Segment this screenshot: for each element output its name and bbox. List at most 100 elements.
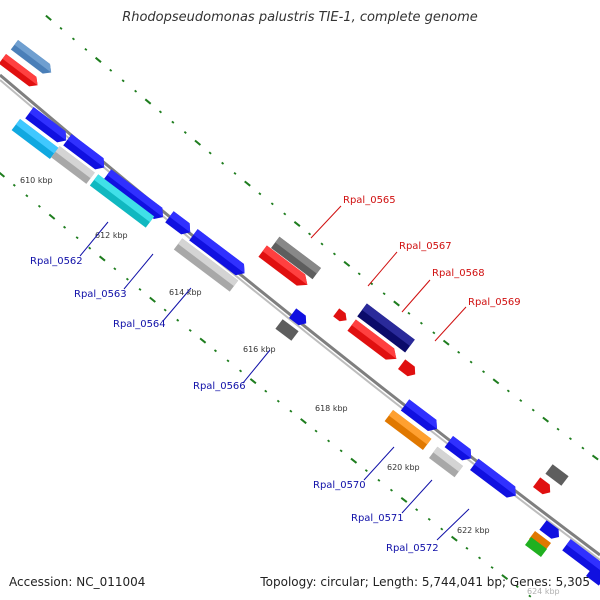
track-tick bbox=[239, 369, 243, 373]
gene-arrow-navy[interactable] bbox=[357, 303, 415, 353]
gene-label[interactable]: Rpal_0564 bbox=[113, 319, 166, 330]
track-tick bbox=[221, 161, 225, 165]
gene-label[interactable]: Rpal_0566 bbox=[193, 381, 246, 392]
gene-arrow-cyan[interactable] bbox=[11, 118, 59, 160]
track-tick bbox=[12, 183, 16, 187]
track-tick bbox=[427, 517, 431, 521]
gene-arrow-turquoise[interactable] bbox=[89, 174, 155, 228]
track-tick bbox=[59, 26, 63, 30]
track-tick bbox=[308, 232, 312, 236]
track-tick bbox=[327, 439, 331, 443]
gene-arrow-orange[interactable] bbox=[529, 530, 551, 552]
track-tick bbox=[149, 296, 156, 303]
gene-arrow-blue[interactable] bbox=[562, 539, 600, 577]
gene-arrow-blue[interactable] bbox=[400, 399, 441, 434]
gene-arrow-steelblue[interactable] bbox=[10, 39, 55, 77]
track-tick bbox=[293, 221, 301, 227]
track-tick bbox=[63, 225, 67, 229]
gene-arrow-blue[interactable] bbox=[539, 520, 562, 542]
track-tick bbox=[233, 172, 237, 175]
tick-label: 618 kbp bbox=[315, 404, 348, 413]
gene-arrow-blue[interactable] bbox=[470, 458, 520, 501]
gene-arrow-red[interactable] bbox=[0, 53, 41, 90]
gene-arrow-red-small[interactable] bbox=[333, 308, 349, 324]
track-tick bbox=[389, 488, 393, 492]
tick-label: 614 kbp bbox=[169, 288, 202, 297]
track-tick bbox=[289, 409, 293, 413]
track-tick bbox=[478, 556, 482, 560]
gene-label[interactable]: Rpal_0572 bbox=[386, 543, 439, 554]
gene-arrow-red[interactable] bbox=[258, 245, 311, 291]
gene-label[interactable]: Rpal_0569 bbox=[468, 297, 521, 308]
track-tick bbox=[490, 566, 494, 569]
track-tick bbox=[226, 359, 230, 363]
track-tick bbox=[264, 389, 268, 393]
gene-label[interactable]: Rpal_0568 bbox=[432, 268, 485, 279]
gene-arrow-blue[interactable] bbox=[102, 169, 167, 222]
track-tick bbox=[109, 68, 113, 72]
gene-label[interactable]: Rpal_0565 bbox=[343, 195, 396, 206]
track-tick bbox=[440, 527, 444, 531]
gene-label[interactable]: Rpal_0563 bbox=[74, 289, 127, 300]
gene-label[interactable]: Rpal_0570 bbox=[313, 480, 366, 491]
track-tick bbox=[163, 308, 167, 312]
track-tick bbox=[188, 328, 192, 332]
gene-arrow-blue[interactable] bbox=[63, 134, 108, 173]
track-tick bbox=[158, 110, 162, 114]
track-tick bbox=[138, 288, 142, 291]
gene-arrow-blue[interactable] bbox=[25, 107, 70, 146]
gene-arrow-orange[interactable] bbox=[384, 409, 432, 451]
gene-labels: Rpal_0562 Rpal_0563 Rpal_0564 Rpal_0566 … bbox=[30, 195, 521, 554]
gene-arrow-red-small[interactable] bbox=[398, 359, 419, 379]
track-tick bbox=[357, 272, 361, 276]
gene-arrow-blue[interactable] bbox=[189, 229, 249, 279]
track-tick bbox=[320, 242, 324, 246]
gene-arrow-gray[interactable] bbox=[545, 464, 569, 486]
track-tick bbox=[531, 408, 535, 412]
gene-arrow-green[interactable] bbox=[525, 536, 547, 558]
topology-text: Topology: circular; Length: 5,744,041 bp… bbox=[260, 575, 590, 589]
track-tick bbox=[450, 535, 458, 542]
track-tick bbox=[393, 300, 400, 307]
track-tick bbox=[113, 267, 117, 271]
track-tick bbox=[519, 399, 523, 403]
gene-label[interactable]: Rpal_0571 bbox=[351, 513, 404, 524]
gene-features bbox=[0, 39, 600, 586]
track-tick bbox=[482, 370, 486, 374]
gene-arrow-gray[interactable] bbox=[275, 319, 299, 341]
track-tick bbox=[270, 202, 274, 206]
gene-arrow-blue[interactable] bbox=[289, 308, 310, 328]
track-tick bbox=[283, 212, 287, 216]
track-tick bbox=[199, 337, 207, 344]
track-tick bbox=[407, 311, 411, 315]
coordinate-ticks: 610 kbp 612 kbp 614 kbp 616 kbp 618 kbp … bbox=[20, 176, 560, 596]
track-tick bbox=[194, 139, 202, 146]
track-tick bbox=[528, 594, 532, 598]
track-tick bbox=[276, 399, 280, 403]
track-tick bbox=[581, 446, 585, 450]
track-tick bbox=[121, 79, 125, 83]
gene-arrow-lightgray[interactable] bbox=[51, 146, 95, 184]
gene-label[interactable]: Rpal_0567 bbox=[399, 241, 452, 252]
track-tick bbox=[415, 508, 419, 512]
track-tick bbox=[244, 180, 251, 187]
track-tick bbox=[48, 213, 56, 220]
track-tick bbox=[432, 331, 436, 335]
track-tick bbox=[442, 339, 450, 346]
gene-arrow-blue[interactable] bbox=[165, 211, 194, 238]
gene-arrow-red[interactable] bbox=[347, 319, 400, 365]
label-leader-lines bbox=[79, 205, 470, 541]
gene-arrow-blue[interactable] bbox=[586, 566, 600, 586]
gene-label[interactable]: Rpal_0562 bbox=[30, 256, 83, 267]
track-tick bbox=[419, 321, 423, 325]
gene-arrow-gray[interactable] bbox=[271, 236, 321, 280]
tick-label: 624 kbp bbox=[527, 587, 560, 596]
gene-arrow-lightgray[interactable] bbox=[173, 238, 239, 292]
track-tick bbox=[0, 171, 6, 178]
genome-title: Rhodopseudomonas palustris TIE-1, comple… bbox=[122, 10, 478, 25]
track-tick bbox=[94, 56, 102, 63]
gene-arrow-red-small[interactable] bbox=[533, 477, 554, 497]
gene-arrow-lightgray[interactable] bbox=[429, 446, 463, 478]
gene-arrow-blue[interactable] bbox=[444, 435, 476, 464]
